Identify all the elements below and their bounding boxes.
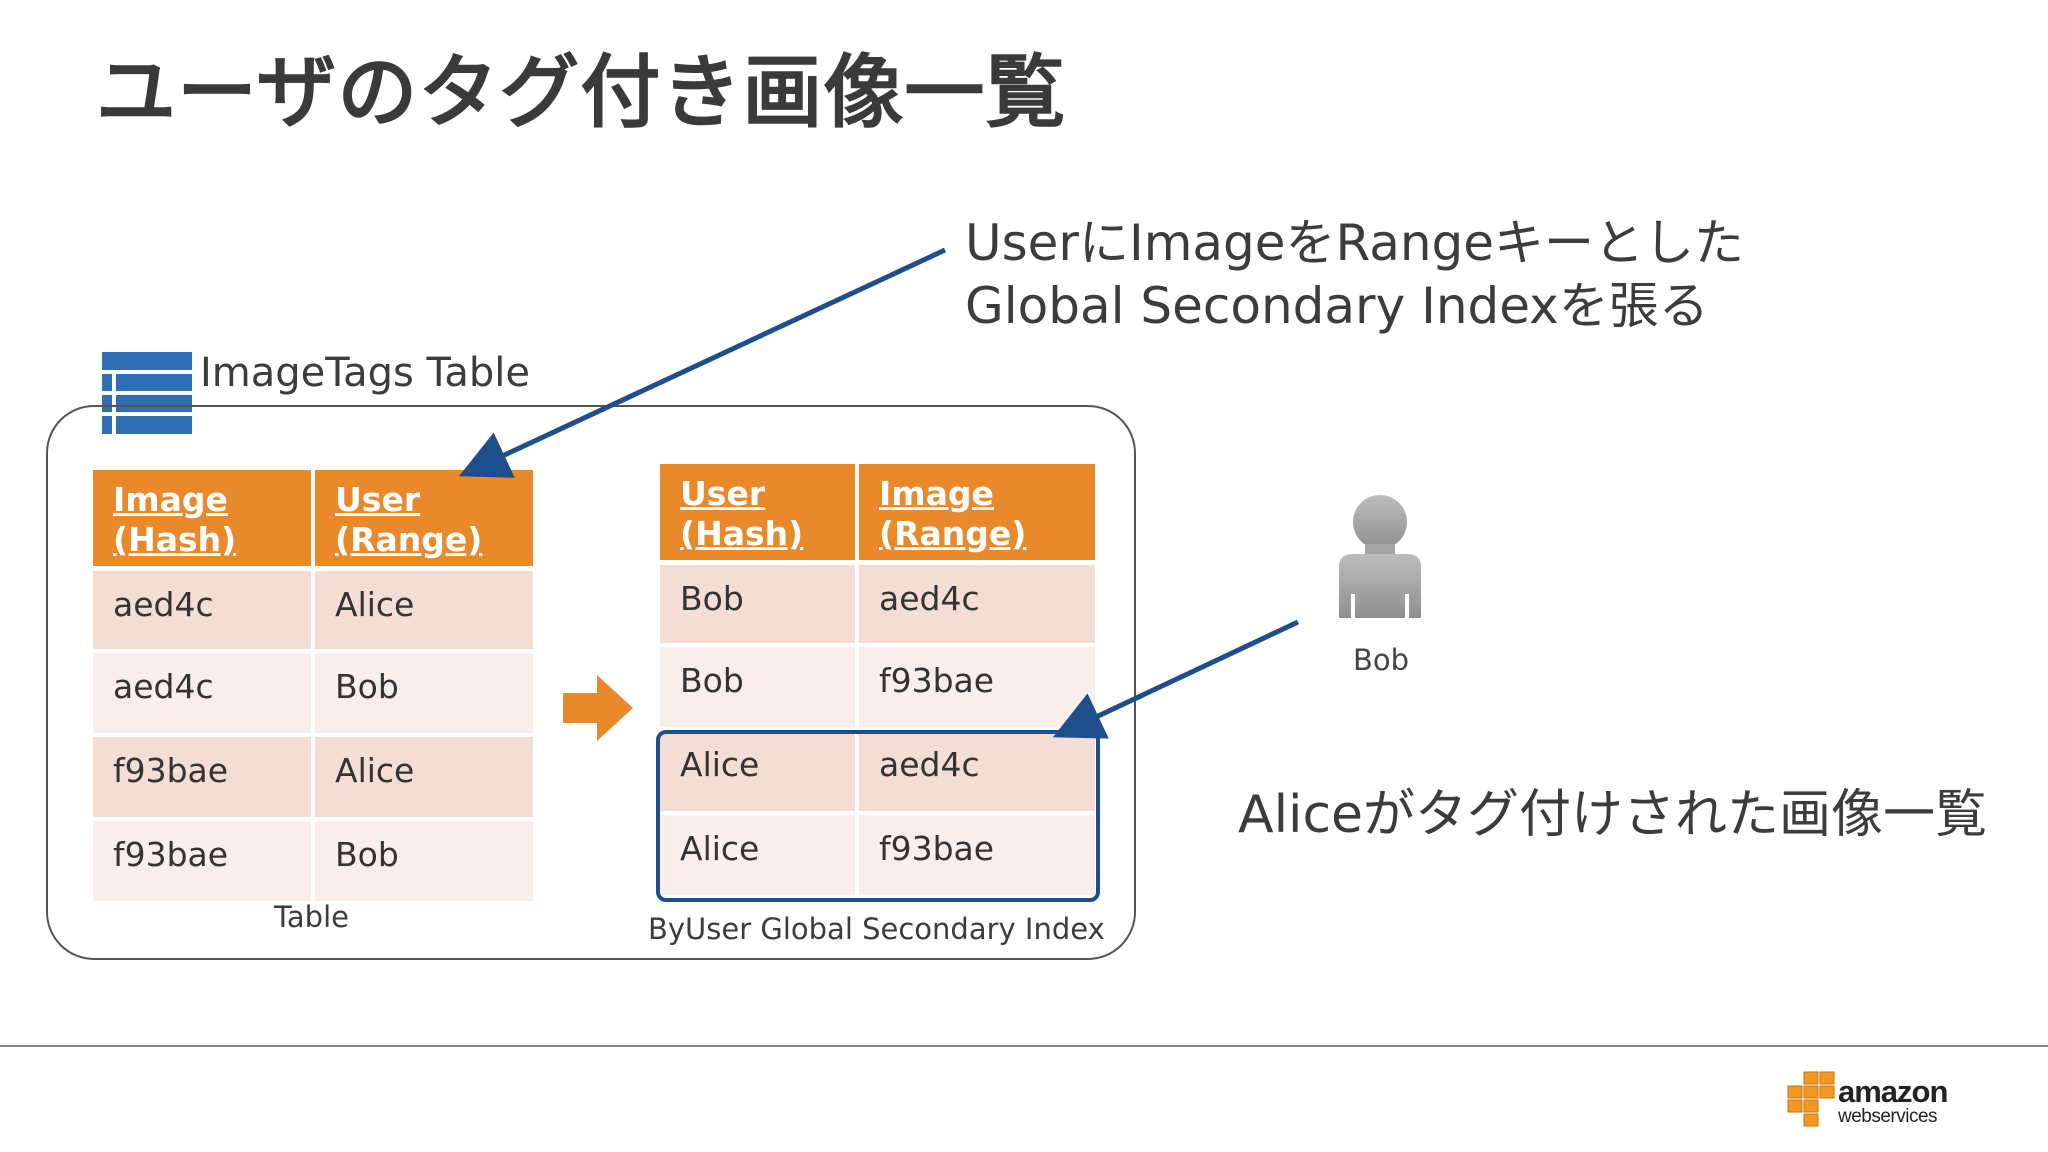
gsi-callout: UserにImageをRangeキーとした Global Secondary I… xyxy=(965,212,1744,338)
gsi-header-image: Image (Range) xyxy=(859,464,1095,560)
aws-logo: amazon webservices xyxy=(1786,1068,1962,1132)
gsi-cell: aed4c xyxy=(859,731,1095,811)
table-header-user: User (Range) xyxy=(315,470,533,566)
table-icon xyxy=(102,352,192,434)
alice-highlight-box xyxy=(656,730,1100,902)
alice-callout: Aliceがタグ付けされた画像一覧 xyxy=(1238,785,1988,845)
gsi-callout-line1: UserにImageをRangeキーとした xyxy=(965,214,1745,272)
table-cell: f93bae xyxy=(93,821,311,901)
gsi-cell: f93bae xyxy=(859,815,1095,895)
table-cell: aed4c xyxy=(93,653,311,733)
gsi-cell: Bob xyxy=(660,565,855,643)
header-line: (Hash) xyxy=(113,520,237,559)
gsi-arrow xyxy=(458,247,947,478)
table-cell: f93bae xyxy=(93,737,311,817)
header-line: User xyxy=(335,480,421,519)
table-header-image: Image (Hash) xyxy=(93,470,311,566)
transform-arrow-icon xyxy=(563,675,633,741)
user-name-label: Bob xyxy=(1353,643,1410,677)
gsi-callout-line2: Global Secondary Indexを張る xyxy=(965,277,1709,335)
header-line: Image xyxy=(113,480,228,519)
gsi-cell: Alice xyxy=(660,731,855,811)
table-caption: ImageTags Table xyxy=(200,350,530,396)
aws-cubes-icon xyxy=(1787,1071,1835,1127)
table-cell: Alice xyxy=(315,737,533,817)
table-sublabel: Table xyxy=(274,900,349,934)
bob-arrow xyxy=(1052,619,1300,739)
header-line: User xyxy=(680,474,766,513)
gsi-cell: Alice xyxy=(660,815,855,895)
table-cell: Alice xyxy=(315,571,533,649)
table-cell: Bob xyxy=(315,653,533,733)
table-cell: Bob xyxy=(315,821,533,901)
header-line: (Range) xyxy=(879,514,1027,553)
gsi-cell: aed4c xyxy=(859,565,1095,643)
header-line: Image xyxy=(879,474,994,513)
slide-title: ユーザのタグ付き画像一覧 xyxy=(96,46,1067,139)
footer-divider xyxy=(0,1045,2048,1047)
user-silhouette-icon xyxy=(1339,495,1421,618)
header-line: (Hash) xyxy=(680,514,804,553)
table-frame xyxy=(46,405,1136,960)
gsi-cell: Bob xyxy=(660,647,855,727)
gsi-header-user: User (Hash) xyxy=(660,464,855,560)
table-cell: aed4c xyxy=(93,571,311,649)
header-line: (Range) xyxy=(335,520,483,559)
gsi-sublabel: ByUser Global Secondary Index xyxy=(648,912,1105,946)
aws-logo-sub: webservices xyxy=(1838,1106,1938,1127)
aws-logo-word: amazon xyxy=(1838,1074,1948,1109)
